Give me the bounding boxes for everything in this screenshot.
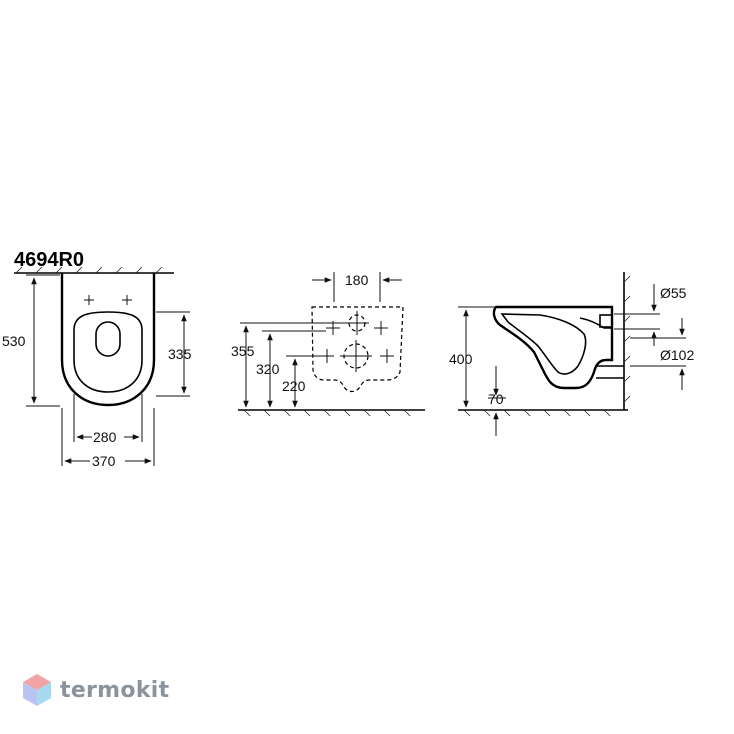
dim-530: 530 (2, 333, 26, 349)
brand-name: termokit (60, 677, 170, 703)
bowl-profile (492, 305, 614, 390)
front-view: 530 335 280 370 (2, 266, 192, 469)
dim-180: 180 (345, 272, 369, 288)
fixing-marks (84, 295, 132, 305)
floor-hatch (243, 409, 411, 417)
dim-355: 355 (231, 343, 255, 359)
dim-370: 370 (92, 453, 116, 469)
bowl-outline (60, 273, 156, 407)
dim-280: 280 (93, 429, 117, 445)
outlet-pipe (596, 365, 624, 379)
dim-335: 335 (168, 346, 192, 362)
side-floor-hatch (463, 409, 611, 417)
dim-400: 400 (449, 351, 473, 367)
model-code: 4694R0 (14, 249, 84, 271)
bowl-rim (73, 311, 143, 393)
inlet-connection (599, 314, 613, 328)
wall-hatch (15, 266, 163, 274)
mounting-view: 180 355 320 220 (231, 272, 425, 417)
dim-70: 70 (488, 391, 504, 407)
dim-220: 220 (282, 378, 306, 394)
mounting-outline (311, 306, 404, 393)
side-wall-hatch (623, 275, 631, 403)
bowl-inner (500, 313, 587, 375)
watermark: termokit (22, 670, 169, 710)
side-view: 400 70 Ø55 Ø102 (449, 272, 694, 436)
dim-55: Ø55 (660, 285, 687, 301)
dim-102: Ø102 (660, 347, 694, 363)
bowl-opening (95, 321, 121, 357)
dim-320: 320 (256, 361, 280, 377)
cube-logo-icon (23, 674, 51, 706)
rim-detail (579, 317, 612, 329)
